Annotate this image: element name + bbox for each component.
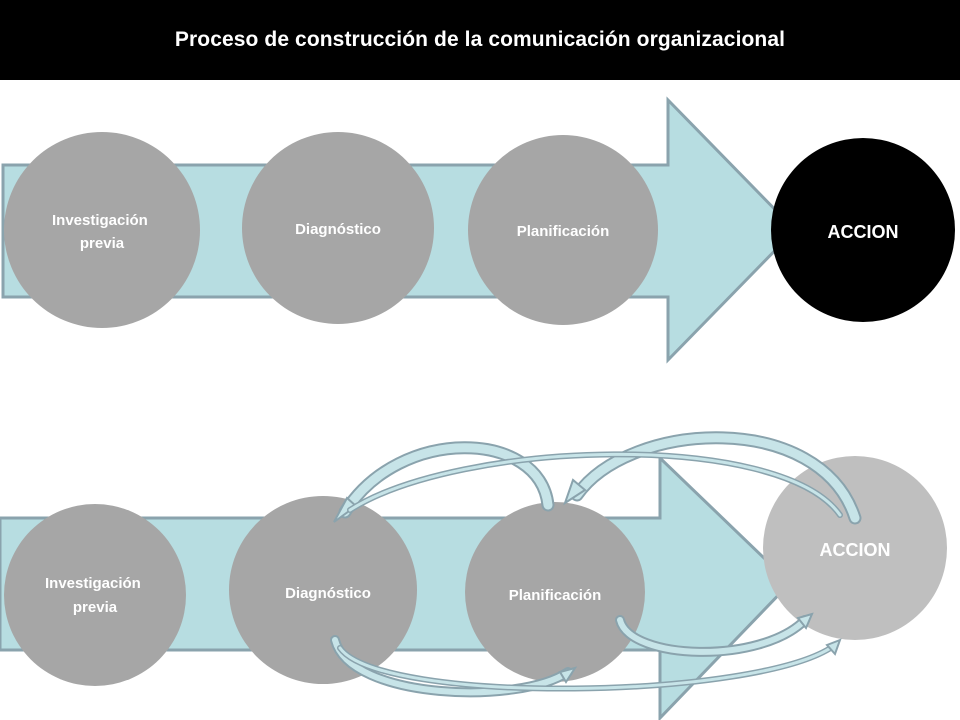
stage-label-line2: previa [80, 235, 125, 252]
page-title: Proceso de construcción de la comunicaci… [174, 28, 786, 51]
stage-label-planificacion: Planificación [517, 223, 610, 240]
stage-circle-planificacion [465, 502, 645, 682]
stage-label-planificacion: Planificación [509, 587, 602, 604]
stage-label-investigacion: Investigación previa [45, 575, 145, 616]
arrowhead-icon [563, 478, 587, 506]
action-circle-bottom [763, 456, 947, 640]
arrowhead-icon [796, 612, 814, 630]
stage-label-line1: Investigación [45, 575, 141, 592]
bottom-flow: ACCION Investigación previa Diagnóstico … [0, 431, 947, 720]
stage-label-diagnostico: Diagnóstico [295, 221, 381, 238]
action-label-top: ACCION [828, 222, 899, 242]
top-flow: ACCION Investigación previa Diagnóstico … [1, 96, 955, 364]
stage-circle-investigacion [4, 504, 186, 686]
stage-circle-planificacion [468, 135, 658, 325]
title-bar: Proceso de construcción de la comunicaci… [0, 0, 960, 80]
action-label-bottom: ACCION [820, 540, 891, 560]
feedback-arrow-accion-diagnostico [347, 451, 843, 518]
stage-label-diagnostico: Diagnóstico [285, 585, 371, 602]
stage-label-line1: Investigación [52, 212, 148, 229]
stage-label-investigacion: Investigación previa [52, 212, 152, 252]
stage-circle-investigacion [4, 132, 200, 328]
stage-label-line2: previa [73, 599, 118, 616]
stage-circle-diagnostico [242, 132, 434, 324]
feedback-arrows [330, 431, 862, 698]
stage-circle-diagnostico [229, 496, 417, 684]
arrowhead-icon [558, 666, 578, 684]
arrowhead-icon [333, 496, 358, 523]
action-circle-top [771, 138, 955, 322]
arrowhead-icon [825, 638, 842, 656]
